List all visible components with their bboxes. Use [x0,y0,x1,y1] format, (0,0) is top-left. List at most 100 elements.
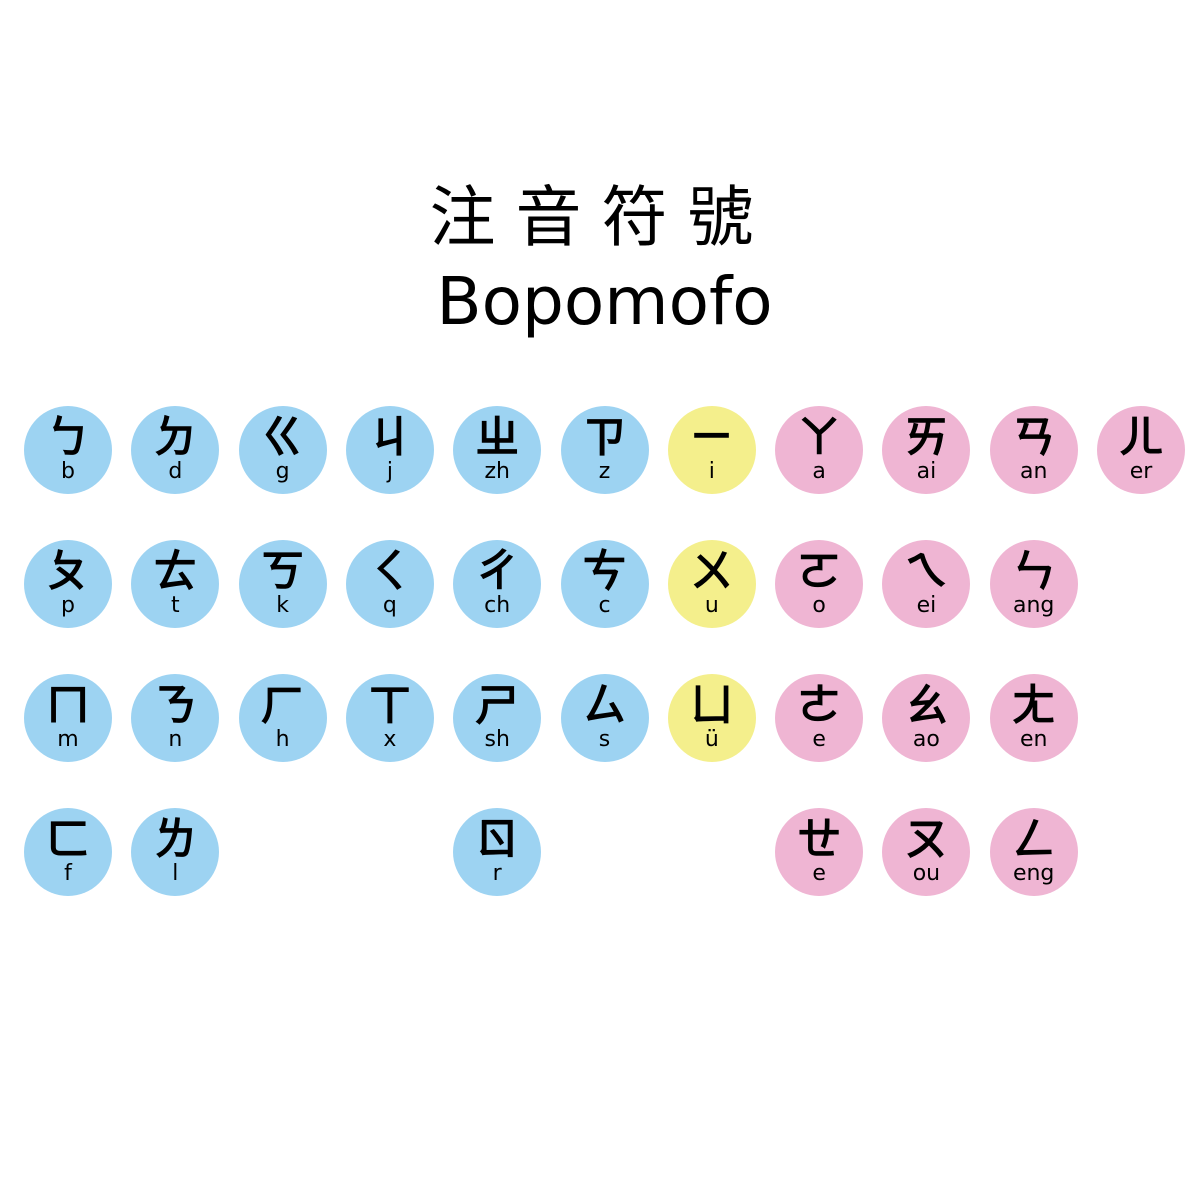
bopomofo-symbol: ㄛ [797,546,842,597]
romanization-label: h [275,727,290,752]
bopomofo-symbol: ㄊ [153,546,198,597]
bopomofo-symbol: ㄆ [46,546,90,597]
title-english: Bopomofo [436,263,773,340]
bopomofo-symbol: ㄉ [153,412,198,463]
romanization-label: en [1019,727,1048,752]
romanization-label: ü [704,727,719,752]
bopomofo-symbol: ㄞ [904,412,949,463]
bopomofo-symbol: ㄢ [1011,412,1056,463]
bopomofo-symbol: ㄋ [153,680,198,731]
bopomofo-symbol: ㄝ [797,814,842,865]
romanization-label: g [275,459,290,484]
bopomofo-symbol: ㄗ [582,412,627,463]
romanization-label: t [170,593,180,618]
bopomofo-symbol: ㄨ [689,546,734,597]
bopomofo-symbol: ㄑ [367,546,412,597]
bopomofo-symbol: ㄖ [475,814,520,865]
romanization-label: sh [484,727,510,752]
romanization-label: ang [1012,593,1055,618]
title-chinese: 注音符號 [429,179,774,256]
bopomofo-symbol: ㄥ [1011,814,1056,865]
bopomofo-symbol: ㄅ [46,412,90,463]
romanization-label: ao [912,727,940,752]
romanization-label: e [812,861,826,886]
romanization-label: zh [484,459,510,484]
romanization-label: a [812,459,826,484]
romanization-label: f [64,861,72,886]
bopomofo-symbol: ㄧ [689,412,734,463]
bopomofo-symbol: ㄡ [904,814,949,865]
bopomofo-symbol: ㄕ [475,680,520,731]
bopomofo-symbol: ㄚ [797,412,842,463]
romanization-label: ai [916,459,937,484]
bopomofo-symbol: ㄜ [797,680,842,731]
romanization-label: u [704,593,719,618]
romanization-label: r [492,861,502,886]
romanization-label: s [598,727,611,752]
romanization-label: q [382,593,397,618]
bopomofo-symbol: ㄦ [1119,412,1163,463]
romanization-label: e [812,727,826,752]
romanization-label: c [598,593,611,618]
romanization-label: ei [916,593,937,618]
bopomofo-symbol: ㄓ [475,412,520,463]
bopomofo-symbol: ㄏ [260,680,305,731]
romanization-label: z [598,459,611,484]
romanization-label: an [1019,459,1048,484]
bopomofo-symbol: ㄈ [46,814,90,865]
romanization-label: ch [484,593,511,618]
romanization-label: l [172,861,179,886]
romanization-label: eng [1012,861,1055,886]
bopomofo-symbol: ㄍ [260,412,305,463]
bopomofo-symbol: ㄟ [904,546,949,597]
bopomofo-symbol: ㄒ [367,680,412,731]
bopomofo-symbol: ㄔ [475,546,520,597]
bopomofo-symbol: ㄘ [582,546,627,597]
romanization-label: n [168,727,183,752]
bopomofo-symbol: ㄌ [153,814,198,865]
romanization-label: er [1129,459,1153,484]
romanization-label: x [383,727,397,752]
romanization-label: k [276,593,289,618]
romanization-label: o [812,593,826,618]
romanization-label: m [57,727,79,752]
bopomofo-symbol: ㄎ [260,546,305,597]
romanization-label: p [61,593,75,618]
romanization-label: b [61,459,75,484]
